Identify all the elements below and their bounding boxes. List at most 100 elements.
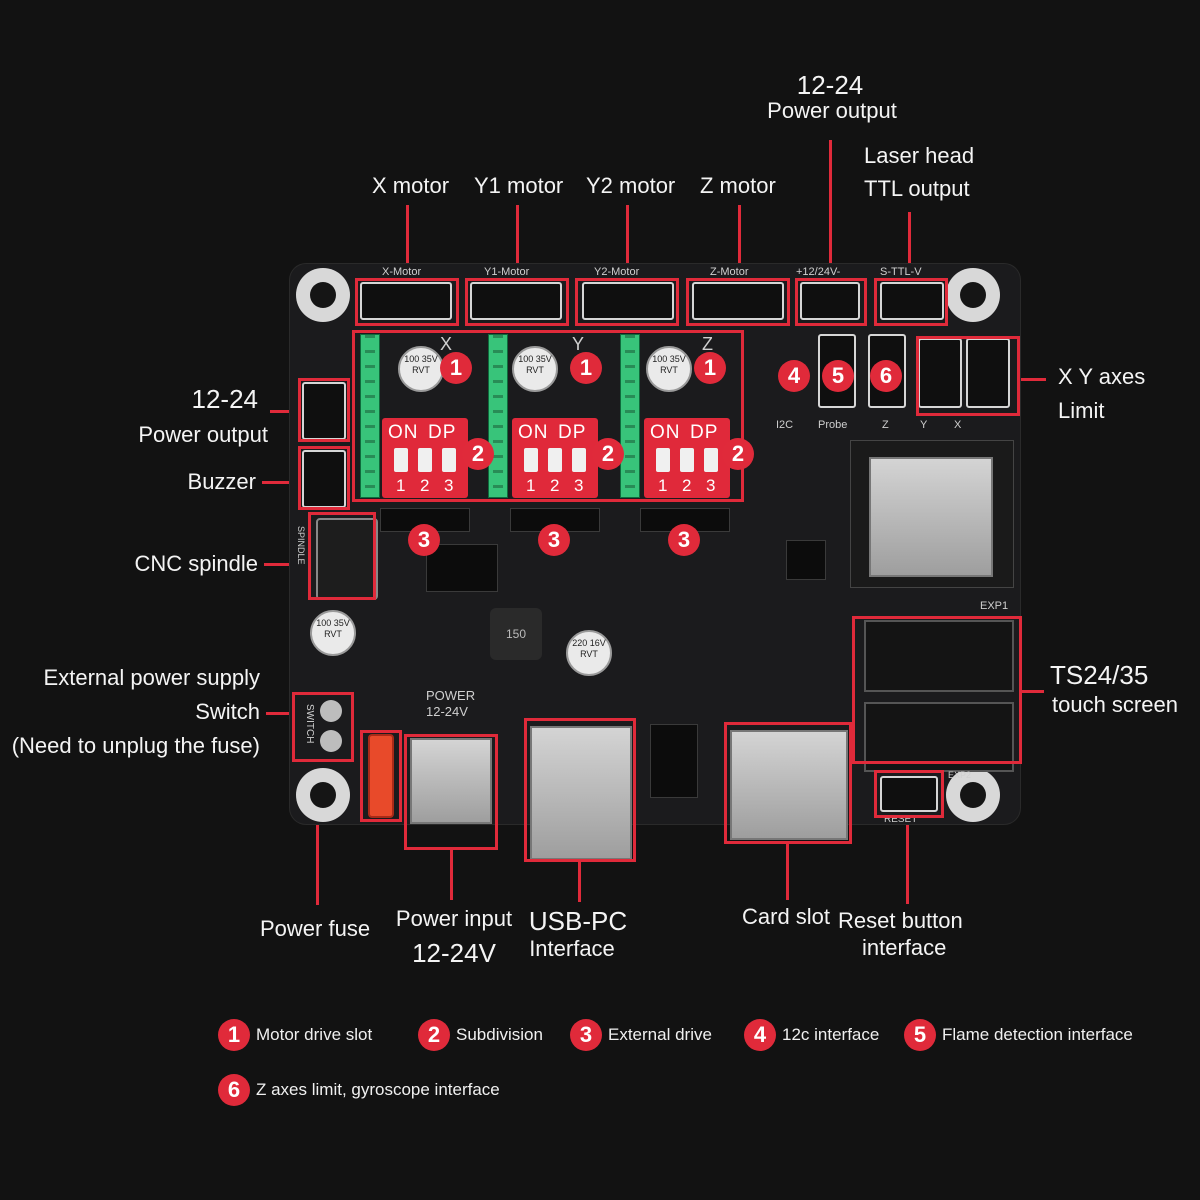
silk-power: POWER <box>426 688 476 703</box>
reset-connector[interactable] <box>880 776 938 812</box>
dip-num-1: 1 <box>658 476 668 495</box>
y1-dip-switch[interactable]: ON DP 1 2 3 <box>512 418 598 498</box>
power-fuse-label: Power fuse <box>260 916 371 941</box>
power-fuse-leader <box>316 780 319 905</box>
mcu-chip <box>786 540 826 580</box>
wifi-shield <box>869 457 993 577</box>
dip-lever-1[interactable] <box>656 448 670 472</box>
power-output-highlight <box>795 278 867 326</box>
usb-interface-label: Interface <box>529 936 615 961</box>
power-fuse[interactable] <box>368 734 394 818</box>
limit-label: Limit <box>1058 398 1105 423</box>
switch-leader <box>266 712 294 715</box>
silk-z-axis: Z <box>702 334 713 354</box>
ts-label: TS24/35 <box>1050 660 1149 690</box>
dip-lever-3[interactable] <box>572 448 586 472</box>
badge-subdivision-y2: 2 <box>722 438 754 470</box>
legend-badge: 3 <box>570 1019 602 1051</box>
dip-num-1: 1 <box>396 476 406 495</box>
ttl-output-highlight <box>874 278 948 326</box>
mount-hole-tl <box>296 268 350 322</box>
dip-lever-1[interactable] <box>524 448 538 472</box>
dip-on-label: ON <box>518 422 549 443</box>
reset-leader <box>906 818 909 904</box>
y2-dip-switch[interactable]: ON DP 1 2 3 <box>644 418 730 498</box>
power-output-left-value: 12-24 <box>191 384 259 414</box>
reset-highlight <box>874 770 944 818</box>
xy-limit-leader <box>1018 378 1046 381</box>
laser-head-leader <box>908 212 911 280</box>
y1-motor-leader <box>516 205 519 279</box>
badge-motor-drive-y1: 1 <box>570 352 602 384</box>
card-slot-highlight <box>724 722 852 844</box>
switch-highlight <box>292 692 354 762</box>
y1-motor-highlight <box>465 278 569 326</box>
buzzer-highlight <box>298 446 350 510</box>
dip-num-2: 2 <box>550 476 560 495</box>
x-motor-connector <box>360 282 452 320</box>
fuse-highlight <box>360 730 402 822</box>
usb-port[interactable] <box>530 726 632 860</box>
badge-external-drive-x: 3 <box>408 524 440 556</box>
silk-exp2: EXP2 <box>948 770 972 780</box>
dip-num-3: 3 <box>574 476 584 495</box>
dip-on-label: ON <box>388 422 419 443</box>
silk-switch: SWITCH <box>304 704 315 744</box>
dip-dp-label: DP <box>558 422 587 443</box>
buzzer-leader <box>262 481 300 484</box>
x-driver-header <box>360 334 380 498</box>
z-motor-label: Z motor <box>700 173 776 198</box>
silk-spindle: SPINDLE <box>296 526 306 565</box>
xy-limit-label: X Y axes <box>1058 364 1146 389</box>
silk-z-motor: Z-Motor <box>710 266 749 278</box>
power-output-left-highlight <box>298 378 350 442</box>
capacitor-y2: 100 35V RVT <box>646 346 692 392</box>
card-slot-label: Card slot <box>742 904 831 929</box>
silk-x-limit: X <box>954 419 962 431</box>
usb-pc-label: USB-PC <box>528 906 628 936</box>
dip-lever-2[interactable] <box>548 448 562 472</box>
legend-text: Z axes limit, gyroscope interface <box>256 1080 500 1099</box>
power-input-leader <box>450 850 453 900</box>
card-slot-leader <box>786 844 789 900</box>
power-output-left-leader <box>270 410 300 413</box>
power-output-top-leader <box>829 140 832 280</box>
silk-y2-motor: Y2-Motor <box>594 266 640 278</box>
dip-lever-3[interactable] <box>442 448 456 472</box>
power-input-jack[interactable] <box>410 738 492 824</box>
spindle-terminal <box>316 518 378 600</box>
y2-motor-connector <box>582 282 674 320</box>
dip-lever-1[interactable] <box>394 448 408 472</box>
x-limit-connector <box>966 338 1010 408</box>
silk-s-ttl: S-TTL-V <box>880 266 922 278</box>
inductor: 150 <box>490 608 542 660</box>
silk-x-axis: X <box>440 334 453 354</box>
power-output-left-label: Power output <box>138 422 268 447</box>
sd-card-slot[interactable] <box>730 730 848 840</box>
ttl-output-connector <box>880 282 944 320</box>
x-dip-switch[interactable]: ON DP 1 2 3 <box>382 418 468 498</box>
dip-lever-2[interactable] <box>680 448 694 472</box>
capacitor-small: 220 16V RVT <box>566 630 612 676</box>
silk-probe: Probe <box>818 419 848 431</box>
dip-dp-label: DP <box>690 422 719 443</box>
reset-button-label: Reset button <box>838 908 963 933</box>
x-motor-highlight <box>355 278 459 326</box>
legend-item-flame-detection: 5 Flame detection interface <box>904 1018 1133 1052</box>
dip-lever-2[interactable] <box>418 448 432 472</box>
touch-screen-leader <box>1020 690 1044 693</box>
xy-limit-highlight <box>916 336 1020 416</box>
switch-pin-1[interactable] <box>320 700 342 722</box>
silk-y-axis: Y <box>572 334 585 354</box>
dip-lever-3[interactable] <box>704 448 718 472</box>
reset-interface-label: interface <box>862 935 947 960</box>
spindle-highlight <box>308 512 376 600</box>
silk-exp1: EXP1 <box>980 600 1009 612</box>
legend-badge: 5 <box>904 1019 936 1051</box>
silk-y1-motor: Y1-Motor <box>484 266 530 278</box>
buzzer-connector <box>302 450 346 508</box>
buzzer-label: Buzzer <box>187 469 256 494</box>
badge-subdivision-x: 2 <box>462 438 494 470</box>
power-input-highlight <box>404 734 498 850</box>
switch-pin-2[interactable] <box>320 730 342 752</box>
